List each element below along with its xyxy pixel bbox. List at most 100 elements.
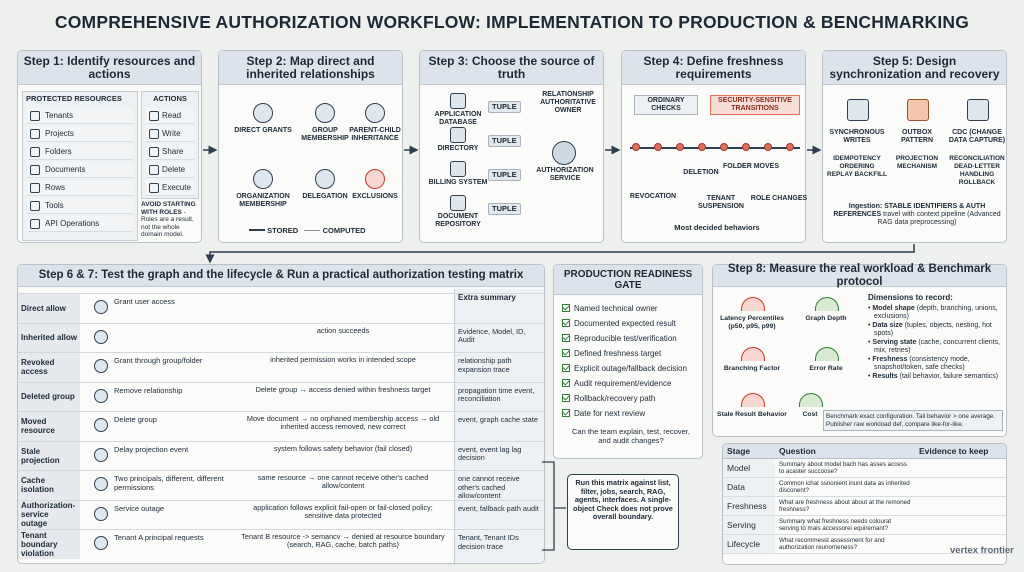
- row-icon: [94, 536, 108, 550]
- resource-icon: [30, 183, 40, 193]
- resource-item: Projects: [27, 126, 133, 142]
- brand-text: vertex frontier: [950, 545, 1014, 556]
- action-icon: [149, 147, 159, 157]
- callout-bracket: [542, 461, 566, 551]
- step1-title: Step 1: Identify resources and actions: [18, 51, 201, 85]
- legend-stored: STORED: [267, 226, 299, 235]
- gate-question: Can the team explain, test, recover, and…: [572, 427, 690, 445]
- row-result: application follows explicit fail-open o…: [253, 502, 433, 520]
- action-item: Write: [146, 126, 194, 142]
- row-label: Stale projection: [18, 441, 80, 470]
- action-item: Execute: [146, 180, 194, 196]
- table-header: Evidence to keep: [915, 444, 1006, 459]
- step3-title: Step 3: Choose the source of truth: [420, 51, 603, 85]
- ingestion-text: travel with context pipeline (Advanced R…: [877, 211, 1001, 226]
- gauge-label: Stale Result Behavior: [717, 411, 787, 418]
- step2-card: Step 2: Map direct and inherited relatio…: [218, 50, 403, 243]
- gauge-icon: [799, 393, 823, 407]
- timeline-dot: [720, 143, 728, 151]
- brand-logo: vertex frontier: [950, 546, 1020, 556]
- row-summary: relationship path expansion trace: [458, 356, 512, 374]
- row-text: Service outage: [114, 503, 165, 513]
- row-label: Revoked access: [18, 353, 80, 382]
- sync-col-detail: PROJECTION MECHANISM: [895, 155, 939, 170]
- gate-item: Defined freshness target: [562, 346, 702, 361]
- step3-card: Step 3: Choose the source of truth RELAT…: [419, 50, 604, 243]
- action-icon: [149, 183, 159, 193]
- row-icon: [94, 506, 108, 521]
- step2-item-label: EXCLUSIONS: [352, 193, 398, 200]
- gate-item: Date for next review: [562, 406, 702, 421]
- ingestion-bold: Ingestion: STABLE IDENTIFIERS & AUTH REF…: [833, 203, 986, 218]
- row-icon: [94, 329, 108, 344]
- gauge-icon: [815, 297, 839, 311]
- row-label: Moved resource: [18, 412, 80, 441]
- step8-title: Step 8: Measure the real workload & Benc…: [713, 263, 1006, 288]
- check-icon: [562, 394, 570, 402]
- source-icon: [450, 195, 466, 211]
- check-icon: [562, 364, 570, 372]
- row-icon: [94, 447, 108, 462]
- action-item: Read: [146, 108, 194, 124]
- gauge-icon: [815, 347, 839, 361]
- row-label: Cache isolation: [18, 471, 80, 500]
- event-label: TENANT SUSPENSION: [698, 195, 744, 210]
- dim-item: • Results (tail behavior, failure semant…: [868, 373, 999, 380]
- row-label: Authorization-service outage: [18, 500, 80, 529]
- source-icon: [450, 161, 466, 177]
- table-cell: [915, 496, 1006, 516]
- action-icon: [149, 111, 159, 121]
- row-text: Delete group: [114, 415, 157, 424]
- timeline-dot: [654, 143, 662, 151]
- event-label: FOLDER MOVES: [722, 163, 779, 170]
- event-label: ROLE CHANGES: [750, 195, 808, 202]
- sync-icon: [967, 99, 989, 121]
- check-icon: [562, 379, 570, 387]
- gate-title: PRODUCTION READINESS GATE: [554, 265, 702, 295]
- dimensions-panel: Dimensions to record: • Model shape (dep…: [868, 293, 1004, 382]
- dims-list: • Model shape (depth, branching, unions,…: [868, 305, 1004, 381]
- table-cell: Freshness: [723, 496, 775, 516]
- gate-item: Reproducible test/verification: [562, 331, 702, 346]
- step67-title: Step 6 & 7: Test the graph and the lifec…: [18, 265, 544, 287]
- row-result: system follows safety behavior (fail clo…: [273, 443, 413, 453]
- check-icon: [562, 334, 570, 342]
- resource-icon: [30, 201, 40, 211]
- gauge-label: Graph Depth: [805, 315, 847, 322]
- step2-item-label: DELEGATION: [302, 193, 348, 200]
- gate-item-text: Named technical owner: [574, 304, 658, 313]
- sync-icon: [847, 99, 869, 121]
- step1-card: Step 1: Identify resources and actions P…: [17, 50, 202, 243]
- matrix-row: Authorization-service outage Service outa…: [18, 499, 544, 529]
- gate-item: Rollback/recovery path: [562, 391, 702, 406]
- table-cell: Serving: [723, 515, 775, 535]
- resource-item: Tenants: [27, 108, 133, 124]
- timeline-dot: [764, 143, 772, 151]
- step5-card: Step 5: Design synchronization and recov…: [822, 50, 1007, 243]
- row-result: Move document → no orphaned membership a…: [246, 414, 440, 432]
- dim-name: Model shape: [872, 305, 915, 312]
- event-label: DELETION: [683, 169, 719, 176]
- row-summary: event, graph cache state: [458, 415, 538, 424]
- table-cell: What are freshness about about at the re…: [775, 496, 915, 516]
- resource-item: Rows: [27, 180, 133, 196]
- action-item: Share: [146, 144, 194, 160]
- action-item: Delete: [146, 162, 194, 178]
- legend-computed: COMPUTED: [322, 226, 366, 235]
- table-cell: Model: [723, 458, 775, 478]
- exclusions-icon: [365, 169, 385, 189]
- roles-note-text: - Roles are a result, not the whole doma…: [141, 208, 194, 239]
- row-text: Two principals, different, different per…: [114, 474, 224, 492]
- resource-item: API Operations: [27, 216, 133, 232]
